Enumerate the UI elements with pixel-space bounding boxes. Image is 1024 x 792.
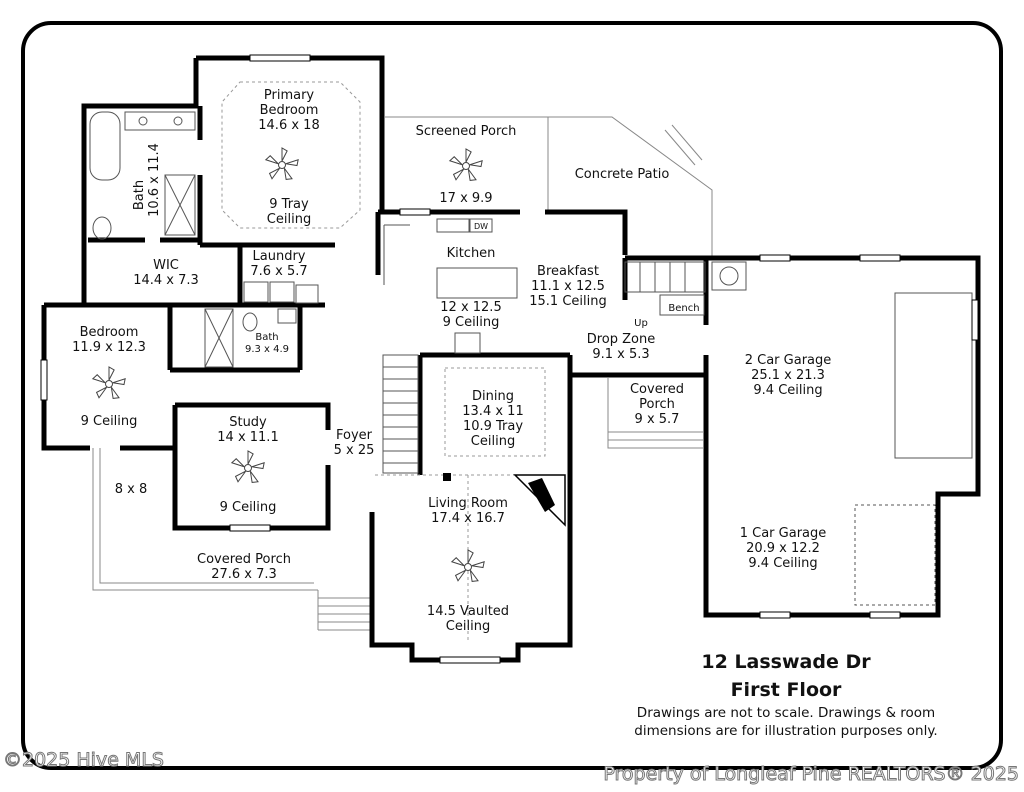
kitchen-name: Kitchen [447, 246, 496, 261]
stairs-up-label: Up [634, 318, 648, 329]
interior-details [40, 54, 979, 664]
disclaimer-line1: Drawings are not to scale. Drawings & ro… [637, 705, 935, 721]
deck-dims: 8 x 8 [115, 482, 148, 497]
garage2-name: 2 Car Garage [745, 353, 832, 368]
ceiling-fan-icon [448, 148, 483, 181]
plan-floor: First Floor [731, 679, 842, 701]
bedroom-name: Bedroom [80, 325, 139, 340]
ceiling-fan-icon [264, 147, 299, 180]
covered-porch-large-name: Covered Porch [197, 552, 291, 567]
wic-name: WIC [153, 258, 179, 273]
concrete-patio-name: Concrete Patio [575, 167, 670, 182]
ceiling-fan-icon [230, 450, 265, 483]
breakfast-ceiling: 15.1 Ceiling [529, 294, 606, 309]
exterior-outlines [92, 116, 973, 631]
ceiling-fans [91, 147, 485, 582]
primary-bedroom-name2: Bedroom [260, 103, 319, 118]
breakfast-name: Breakfast [537, 264, 599, 279]
living-room-dims: 17.4 x 16.7 [431, 511, 505, 526]
watermark-left: ©2025 Hive MLS [3, 749, 164, 771]
bath2-dims: 9.3 x 4.9 [245, 344, 289, 355]
garage2-dims: 25.1 x 21.3 [751, 368, 825, 383]
primary-bath-dims: 10.6 x 11.4 [147, 143, 162, 217]
wic-dims: 14.4 x 7.3 [133, 273, 199, 288]
garage1-name: 1 Car Garage [740, 526, 827, 541]
foyer-dims: 5 x 25 [334, 443, 375, 458]
dining-ceiling1: 10.9 Tray [463, 419, 523, 434]
kitchen-dims: 12 x 12.5 [440, 300, 501, 315]
study-ceiling: 9 Ceiling [220, 500, 277, 515]
covered-porch-small-name1: Covered [630, 382, 684, 397]
laundry-name: Laundry [253, 249, 306, 264]
dishwasher-label: DW [474, 222, 488, 231]
study-name: Study [229, 415, 267, 430]
ceiling-fan-icon [450, 549, 485, 582]
screened-porch-dims: 17 x 9.9 [439, 191, 492, 206]
primary-bath-name: Bath [132, 180, 147, 210]
primary-bedroom-name1: Primary [264, 88, 315, 103]
living-room-ceiling2: Ceiling [446, 619, 490, 634]
primary-bedroom-dims: 14.6 x 18 [258, 118, 319, 133]
dining-name: Dining [472, 389, 514, 404]
outer-frame [21, 21, 1003, 770]
covered-porch-small-name2: Porch [639, 397, 675, 412]
laundry-dims: 7.6 x 5.7 [250, 264, 307, 279]
room-labels: Primary Bedroom 14.6 x 18 9 Tray Ceiling… [72, 88, 831, 634]
screened-porch-name: Screened Porch [416, 124, 517, 139]
bench-label: Bench [668, 303, 699, 314]
bath2-name: Bath [255, 332, 278, 343]
bedroom-dims: 11.9 x 12.3 [72, 340, 146, 355]
dining-ceiling2: Ceiling [471, 434, 515, 449]
plan-address: 12 Lasswade Dr [701, 651, 871, 673]
bedroom-ceiling: 9 Ceiling [81, 414, 138, 429]
garage1-dims: 20.9 x 12.2 [746, 541, 820, 556]
garage1-ceiling: 9.4 Ceiling [748, 556, 817, 571]
study-dims: 14 x 11.1 [217, 430, 278, 445]
kitchen-ceiling: 9 Ceiling [443, 315, 500, 330]
ceiling-fan-icon [91, 366, 126, 399]
garage2-ceiling: 9.4 Ceiling [753, 383, 822, 398]
living-room-name: Living Room [428, 496, 508, 511]
title-block: 12 Lasswade Dr First Floor Drawings are … [634, 651, 937, 739]
breakfast-dims: 11.1 x 12.5 [531, 279, 605, 294]
covered-porch-large-dims: 27.6 x 7.3 [211, 567, 277, 582]
primary-bedroom-ceiling1: 9 Tray [269, 197, 309, 212]
primary-bedroom-ceiling2: Ceiling [267, 212, 311, 227]
drop-zone-dims: 9.1 x 5.3 [592, 347, 649, 362]
disclaimer-line2: dimensions are for illustration purposes… [634, 723, 937, 739]
walls [41, 55, 981, 663]
watermark-right: Property of Longleaf Pine REALTORS® 2025 [603, 763, 1019, 785]
dining-dims: 13.4 x 11 [462, 404, 523, 419]
living-room-ceiling1: 14.5 Vaulted [427, 604, 509, 619]
covered-porch-small-dims: 9 x 5.7 [635, 412, 680, 427]
drop-zone-name: Drop Zone [587, 332, 656, 347]
foyer-name: Foyer [336, 428, 373, 443]
